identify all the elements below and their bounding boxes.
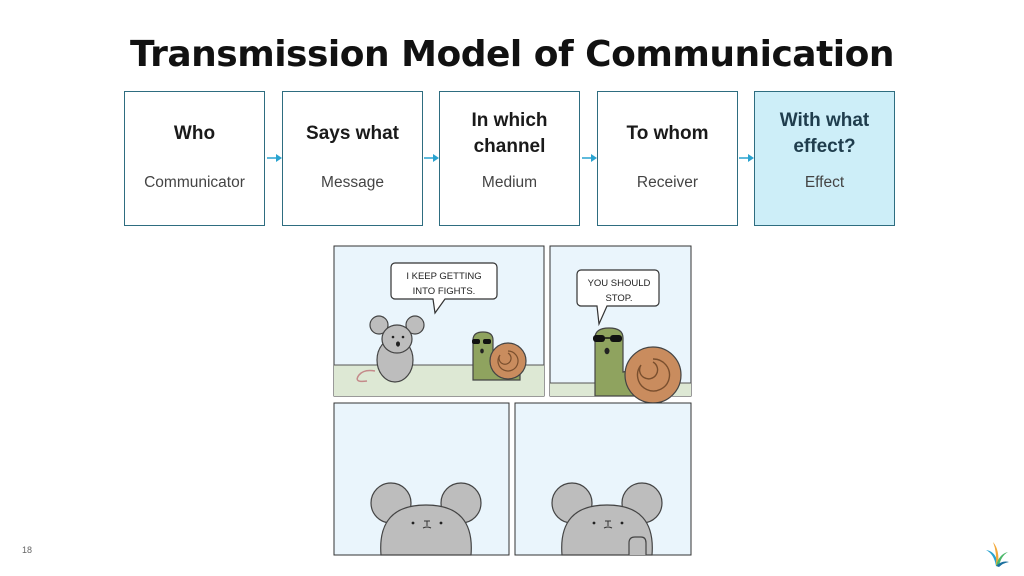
mouse-face-icon xyxy=(370,482,482,556)
flow-box-says-what: Says what Message xyxy=(282,91,423,226)
flow-box-who: Who Communicator xyxy=(124,91,265,226)
arrow-right-icon xyxy=(582,154,597,162)
comic-panel-1: I KEEP GETTING INTO FIGHTS. xyxy=(333,245,545,397)
slide-title: Transmission Model of Communication xyxy=(129,34,895,75)
flow-box-heading: In which channel xyxy=(471,110,548,157)
brand-logo-icon xyxy=(986,542,1009,567)
flow-box-heading: Says what xyxy=(306,123,399,144)
flow-box-in-which-channel: In which channel Medium xyxy=(439,91,580,226)
mouse-character-icon xyxy=(356,315,425,383)
flow-box-to-whom: To whom Receiver xyxy=(597,91,738,226)
flow-box-label: Medium xyxy=(481,174,538,191)
arrow-right-icon xyxy=(267,154,282,162)
flow-box-heading: With what effect? xyxy=(779,110,870,157)
flow-box-with-what-effect: With what effect? Effect xyxy=(754,91,895,226)
snail-character-icon xyxy=(593,327,682,404)
flow-box-label: Communicator xyxy=(144,174,245,191)
arrow-right-icon xyxy=(424,154,439,162)
comic-panel-4 xyxy=(514,402,692,556)
comic-panel-3 xyxy=(333,402,510,556)
flow-box-label: Effect xyxy=(804,174,845,191)
speech-bubble-text: INTO FIGHTS. xyxy=(413,286,476,297)
comic-panel-2: YOU SHOULD STOP. xyxy=(549,245,692,404)
arrow-right-icon xyxy=(739,154,754,162)
mouse-face-icon xyxy=(551,482,663,556)
speech-bubble-icon xyxy=(576,269,660,327)
speech-bubble-text: YOU SHOULD xyxy=(588,278,651,289)
speech-bubble-text: STOP. xyxy=(605,293,632,304)
flow-box-label: Message xyxy=(321,174,384,191)
snail-character-icon xyxy=(472,331,527,381)
page-number: 18 xyxy=(22,545,33,555)
comic-strip-image: I KEEP GETTING INTO FIGHTS. YOU SH xyxy=(333,245,692,556)
speech-bubble-icon xyxy=(390,262,498,315)
speech-bubble-text: I KEEP GETTING xyxy=(406,271,481,282)
flow-box-label: Receiver xyxy=(636,174,699,191)
flow-box-heading: Who xyxy=(173,123,216,144)
flow-box-heading: To whom xyxy=(626,123,709,144)
transmission-flow-diagram: Who Communicator Says what Message In wh… xyxy=(124,91,896,228)
